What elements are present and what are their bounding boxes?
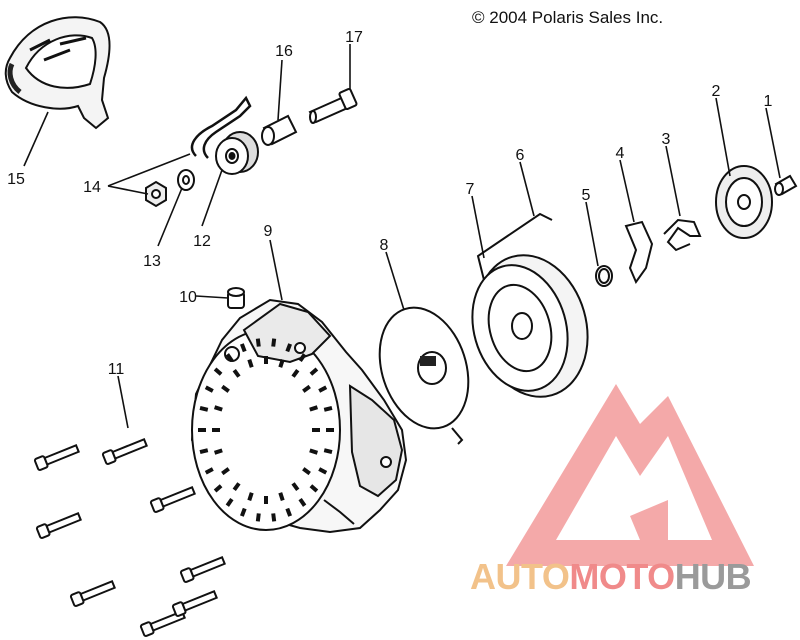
spring-plate <box>378 306 470 445</box>
vent-slot <box>302 384 311 393</box>
hex-bolt <box>149 485 196 513</box>
vent-slot <box>318 467 328 475</box>
callout-12: 12 <box>193 233 211 250</box>
hex-bolt <box>179 555 226 583</box>
vent-slot <box>302 467 311 476</box>
copyright-notice: © 2004 Polaris Sales Inc. <box>472 8 664 27</box>
vent-slot <box>278 358 285 368</box>
vent-slot <box>225 497 234 507</box>
hex-bolt <box>101 437 148 465</box>
vent-slot <box>318 385 328 393</box>
watermark-text: AUTOMOTOHUB <box>470 556 752 598</box>
vent-slot <box>213 448 223 455</box>
vent-slot <box>221 467 230 476</box>
pawl-part <box>624 220 654 285</box>
vent-slot <box>212 428 220 432</box>
vent-slot <box>271 513 277 522</box>
recoil-housing <box>190 298 408 534</box>
callout-3: 3 <box>662 131 671 148</box>
small-spring <box>595 265 613 287</box>
cap-part <box>227 287 245 309</box>
watermark-part-moto: MOTO <box>569 556 675 597</box>
vent-slot <box>323 406 333 412</box>
callout-13: 13 <box>143 253 161 270</box>
hex-bolt <box>33 443 80 471</box>
vent-slot <box>298 497 307 507</box>
callout-14: 14 <box>83 179 101 196</box>
clip-part <box>663 218 702 252</box>
callout-7: 7 <box>466 181 475 198</box>
vent-slot <box>309 448 319 455</box>
vent-slot <box>240 343 247 353</box>
vent-slot <box>232 482 241 492</box>
watermark-part-hub: HUB <box>674 556 752 597</box>
washer-part <box>177 169 195 191</box>
callout-8: 8 <box>380 237 389 254</box>
hex-bolt <box>69 579 116 607</box>
vent-slot <box>312 428 320 432</box>
callout-labels: 1 2 3 4 5 6 7 8 9 10 11 12 13 14 15 16 1… <box>7 29 772 378</box>
hex-bolt <box>35 511 82 539</box>
callout-1: 1 <box>764 93 773 110</box>
hex-bolt <box>171 589 218 617</box>
vent-slot <box>247 492 254 502</box>
vent-slot <box>264 356 268 364</box>
vent-slot <box>204 385 214 393</box>
vent-slot <box>247 358 254 368</box>
callout-11: 11 <box>108 361 125 378</box>
callout-2: 2 <box>712 83 721 100</box>
housing-vents <box>198 338 334 522</box>
callout-9: 9 <box>264 223 273 240</box>
vent-slot <box>326 428 334 432</box>
callout-10: 10 <box>179 289 197 306</box>
vent-slot <box>255 338 261 347</box>
rope-guide <box>190 95 252 159</box>
bolt-part-1 <box>774 174 798 196</box>
vent-slot <box>309 484 319 493</box>
callout-6: 6 <box>516 147 525 164</box>
vent-slot <box>271 338 277 347</box>
vent-slot <box>225 353 234 363</box>
cup-part <box>715 165 773 239</box>
vent-slot <box>213 367 223 376</box>
vent-slot <box>213 405 223 412</box>
vent-slot <box>298 353 307 363</box>
vent-slot <box>264 496 268 504</box>
callout-17: 17 <box>345 29 363 46</box>
vent-slot <box>323 448 333 454</box>
vent-slot <box>309 405 319 412</box>
vent-slot <box>232 368 241 378</box>
pulley-part <box>215 131 259 175</box>
nut-part <box>145 180 167 208</box>
vent-slot <box>199 448 209 454</box>
leader-lines <box>23 44 781 429</box>
vent-slot <box>291 482 300 492</box>
vent-slot <box>255 513 261 522</box>
bolt-part-17 <box>308 87 358 124</box>
vent-slot <box>309 367 319 376</box>
callout-5: 5 <box>582 187 591 204</box>
rope-reel <box>471 212 589 398</box>
vent-slot <box>240 507 247 517</box>
callout-16: 16 <box>275 43 293 60</box>
vent-slot <box>291 368 300 378</box>
vent-slot <box>278 492 285 502</box>
vent-slot <box>285 507 292 517</box>
watermark-logo <box>506 384 754 566</box>
callout-15: 15 <box>7 171 25 188</box>
watermark-part-auto: AUTO <box>470 556 570 597</box>
vent-slot <box>199 406 209 412</box>
vent-slot <box>204 467 214 475</box>
housing-bolts <box>33 437 226 637</box>
vent-slot <box>198 428 206 432</box>
callout-4: 4 <box>616 145 625 162</box>
recoil-handle <box>4 16 111 130</box>
vent-slot <box>221 384 230 393</box>
bushing-part <box>261 114 298 146</box>
vent-slot <box>213 484 223 493</box>
vent-slot <box>285 343 292 353</box>
